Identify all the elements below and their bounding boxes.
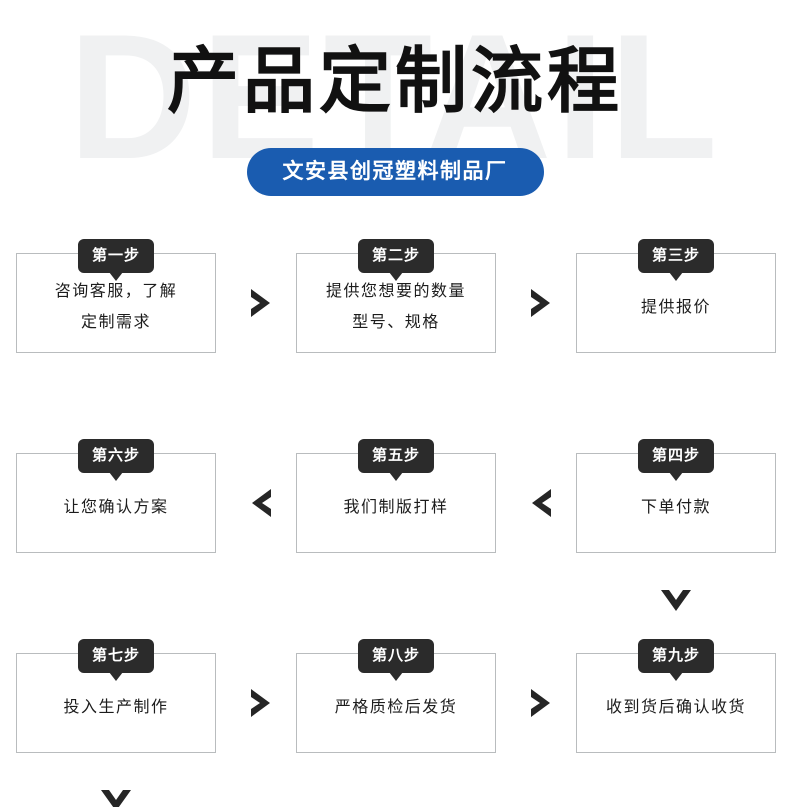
step-badge: 第七步 [77, 639, 155, 673]
step-badge: 第一步 [77, 239, 155, 273]
page-title: 产品定制流程 [166, 42, 623, 122]
chevron-left-icon [518, 480, 564, 526]
step-label: 让您确认方案 [63, 498, 169, 516]
chevron-right-icon [238, 280, 284, 326]
flow-step-9: 第九步 收到货后确认收货 [576, 639, 776, 753]
step-badge: 第五步 [357, 439, 435, 473]
chevron-right-icon [518, 680, 564, 726]
flow-diagram: 第一步 咨询客服，了解 定制需求 第二步 提供您想要的数量 型号、规格 [0, 215, 790, 807]
step-label: 提供报价 [640, 298, 711, 316]
step-badge: 第三步 [637, 239, 715, 273]
flow-row-3: 第七步 投入生产制作 第八步 严格质检后发货 [0, 639, 790, 753]
step-box: 第四步 下单付款 [576, 439, 776, 553]
flow-row-2: 第六步 让您确认方案 第五步 我们制版打样 [0, 439, 790, 553]
company-name-badge: 文安县创冠塑料制品厂 [246, 148, 544, 196]
chevron-right-icon [518, 280, 564, 326]
chevron-left-icon [238, 480, 284, 526]
flow-step-1: 第一步 咨询客服，了解 定制需求 [16, 239, 216, 353]
step-badge: 第二步 [357, 239, 435, 273]
chevron-down-icon [653, 579, 699, 625]
page-header: DETAIL 产品定制流程 文安县创冠塑料制品厂 [0, 0, 790, 215]
step-badge: 第八步 [357, 639, 435, 673]
step-box: 第八步 严格质检后发货 [296, 639, 496, 753]
step-box: 第七步 投入生产制作 [16, 639, 216, 753]
flow-step-7: 第七步 投入生产制作 [16, 639, 216, 753]
step-label: 收到货后确认收货 [605, 698, 746, 716]
step-label: 提供您想要的数量 型号、规格 [325, 283, 466, 331]
flow-row-1: 第一步 咨询客服，了解 定制需求 第二步 提供您想要的数量 型号、规格 [0, 239, 790, 353]
flow-step-4: 第四步 下单付款 [576, 439, 776, 553]
chevron-down-icon [93, 779, 139, 807]
flow-step-3: 第三步 提供报价 [576, 239, 776, 353]
step-badge: 第九步 [637, 639, 715, 673]
step-badge: 第四步 [637, 439, 715, 473]
flow-step-8: 第八步 严格质检后发货 [296, 639, 496, 753]
step-box: 第六步 让您确认方案 [16, 439, 216, 553]
step-badge: 第六步 [77, 439, 155, 473]
flow-step-5: 第五步 我们制版打样 [296, 439, 496, 553]
step-label: 我们制版打样 [343, 498, 449, 516]
step-label: 严格质检后发货 [334, 698, 458, 716]
flow-step-6: 第六步 让您确认方案 [16, 439, 216, 553]
flow-step-2: 第二步 提供您想要的数量 型号、规格 [296, 239, 496, 353]
step-box: 第九步 收到货后确认收货 [576, 639, 776, 753]
step-label: 咨询客服，了解 定制需求 [54, 283, 178, 331]
subtitle-container: 文安县创冠塑料制品厂 [0, 148, 790, 196]
step-box: 第五步 我们制版打样 [296, 439, 496, 553]
step-label: 投入生产制作 [63, 698, 169, 716]
step-label: 下单付款 [640, 498, 711, 516]
step-box: 第二步 提供您想要的数量 型号、规格 [296, 239, 496, 353]
step-box: 第三步 提供报价 [576, 239, 776, 353]
step-box: 第一步 咨询客服，了解 定制需求 [16, 239, 216, 353]
chevron-right-icon [238, 680, 284, 726]
